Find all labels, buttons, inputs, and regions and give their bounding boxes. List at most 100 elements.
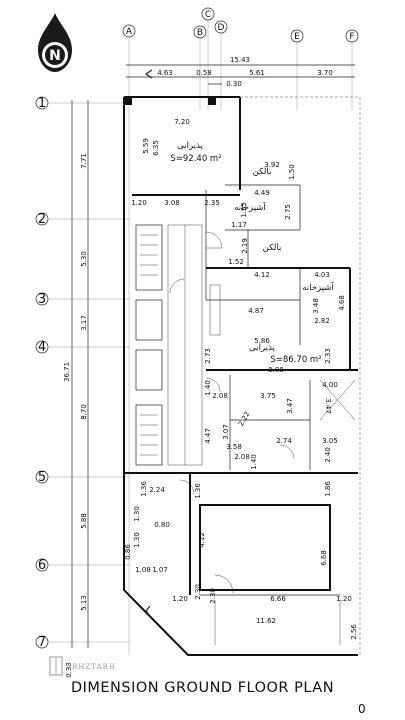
dim-at: 1.30	[133, 532, 141, 548]
grid-row-6: 6	[38, 558, 46, 573]
dim-v: 2.73	[204, 348, 212, 364]
room-balcony-top: بالکن	[253, 167, 272, 177]
dim-ac: 3.47	[286, 398, 294, 414]
room-balcony-mid: بالکن	[263, 243, 282, 253]
dim-j: 1.55	[240, 202, 248, 218]
dim-m: 2.19	[241, 238, 249, 254]
dim-k: 2.75	[284, 204, 292, 220]
grid-row-3: 3	[38, 292, 46, 307]
dim-ap: 1.36	[194, 483, 202, 499]
room-labels: پذیرایی S=92.40 m² بالکن آشپزخانه بالکن …	[170, 141, 334, 365]
dim-bb: 1.20	[172, 595, 188, 603]
dim-q: 4.68	[338, 295, 346, 311]
top-dimensions: 15.43 4.63 0.58 5.61 3.70 0.30	[126, 56, 355, 88]
dim-l: 1.17	[231, 221, 247, 229]
dim-aj: 1.40	[250, 454, 258, 470]
grid-col-c: C	[205, 10, 211, 20]
north-label: N	[49, 48, 61, 64]
dim-left-1: 7.71	[80, 153, 88, 169]
dim-aw: 6.68	[320, 550, 328, 566]
left-dimensions: 36.71 7.71 5.30 3.17 8.70 5.88 5.13 0.33	[63, 100, 89, 678]
room-reception-top-name: پذیرایی	[177, 141, 203, 151]
dim-ag: 3.07	[222, 424, 230, 440]
grid-row-bubbles: 1 2 3 4 5 6 7	[35, 96, 49, 650]
dim-c: 6.35	[152, 140, 160, 156]
room-reception-top-area: S=92.40 m²	[170, 154, 221, 164]
dim-f: 4.49	[254, 189, 270, 197]
stair-cores	[135, 224, 221, 466]
grid-row-lines	[48, 102, 130, 643]
dim-overall-height: 36.71	[63, 362, 71, 382]
dim-ah: 3.58	[226, 443, 242, 451]
grid-row-5: 5	[38, 470, 46, 485]
dim-top-5: 0.30	[226, 80, 242, 88]
grid-col-d: D	[218, 23, 225, 33]
grid-col-b: B	[197, 28, 203, 38]
dim-left-6: 5.13	[80, 595, 88, 611]
dim-left-5: 5.88	[80, 513, 88, 529]
dim-af: 4.47	[204, 428, 212, 444]
room-kitchen-top: آشپزخانه	[234, 201, 266, 213]
grid-row-2: 2	[38, 212, 46, 227]
dim-an: 2.24	[149, 486, 165, 494]
dim-w: 9.88	[268, 366, 284, 374]
dim-s: 3.48	[312, 298, 320, 314]
room-reception-mid-area: S=86.70 m²	[270, 355, 321, 365]
dim-x: 2.33	[324, 348, 332, 364]
dim-ae: 2.22	[237, 410, 252, 428]
north-arrow-icon: N	[38, 13, 72, 72]
drawing-title: DIMENSION GROUND FLOOR PLAN	[70, 680, 335, 696]
dim-bc: 6.66	[270, 595, 286, 603]
dim-d: 3.92	[264, 161, 280, 169]
dim-ax: 1.08	[135, 566, 151, 574]
dim-ab: 4.00	[322, 381, 338, 389]
dim-top-4: 3.70	[317, 69, 333, 77]
dim-e: 1.50	[288, 164, 296, 180]
dim-bf: 2.56	[350, 624, 358, 640]
door-swings	[145, 231, 295, 617]
dim-ao: 1.36	[140, 481, 148, 497]
dim-aq: 1.86	[324, 481, 332, 497]
dim-as: 0.80	[154, 521, 170, 529]
dim-overall-width: 15.43	[230, 56, 250, 64]
dim-b: 5.59	[142, 138, 150, 154]
dim-p: 4.03	[314, 271, 330, 279]
dim-ay: 1.07	[152, 566, 168, 574]
dim-aa: 3.75	[260, 392, 276, 400]
dim-ai: 2.08	[234, 453, 250, 461]
dim-top-3: 5.61	[249, 69, 265, 77]
dim-i: 2.35	[204, 199, 220, 207]
room-kitchen-mid: آشپزخانه	[302, 281, 334, 293]
dim-ad: 3.47	[324, 398, 332, 414]
dim-u: 5.86	[254, 337, 270, 345]
dim-left-2: 5.30	[80, 251, 88, 267]
dim-top-1: 4.63	[157, 69, 173, 77]
dim-left-4: 8.70	[80, 404, 88, 420]
scale-mark: 0	[358, 702, 366, 716]
grid-column-bubbles: A B C D E F	[122, 7, 359, 43]
dim-av: 4.12	[198, 532, 206, 548]
room-reception-mid-name: پذیرایی	[249, 343, 275, 353]
dim-be: 11.62	[256, 617, 276, 625]
dim-ar: 1.30	[133, 506, 141, 522]
interior-dimensions: 7.20 5.59 6.35 3.92 1.50 4.49 1.20 3.08 …	[124, 118, 358, 640]
dim-ak: 2.74	[276, 437, 292, 445]
dim-r: 4.87	[248, 307, 264, 315]
dim-g: 1.20	[131, 199, 147, 207]
dim-al: 3.05	[322, 437, 338, 445]
dim-top-2: 0.58	[196, 69, 212, 77]
grid-col-a: A	[126, 27, 133, 37]
dim-t: 2.82	[314, 317, 330, 325]
dim-am: 2.40	[324, 447, 332, 463]
dim-left-7: 0.33	[65, 662, 73, 678]
grid-col-e: E	[294, 32, 300, 42]
dim-au: 0.86	[124, 544, 132, 560]
dim-z: 2.08	[212, 392, 228, 400]
grid-row-7: 7	[38, 635, 46, 650]
dim-az: 2.30	[194, 584, 202, 600]
dim-n: 1.52	[228, 258, 244, 266]
building-walls	[123, 96, 361, 656]
watermark-text: ARHZTARH	[66, 663, 117, 671]
dim-a: 7.20	[174, 118, 190, 126]
